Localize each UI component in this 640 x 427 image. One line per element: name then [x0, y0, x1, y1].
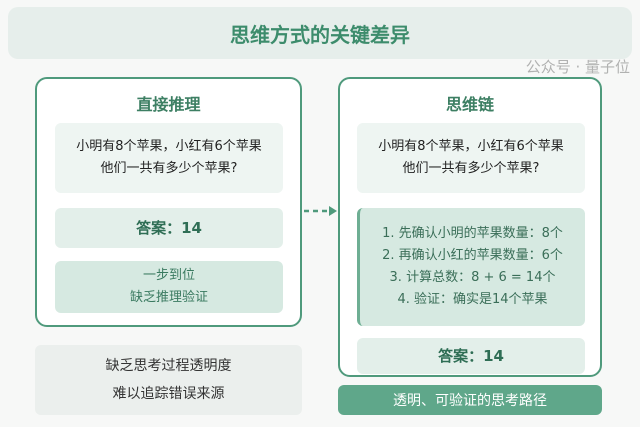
question-box: 小明有8个苹果，小红有6个苹果 他们一共有多少个苹果?: [357, 123, 585, 193]
page-title: 思维方式的关键差异: [8, 7, 632, 59]
note-line: 一步到位: [142, 268, 195, 283]
question-box: 小明有8个苹果，小红有6个苹果 他们一共有多少个苹果?: [55, 123, 283, 193]
chain-of-thought-card: 思维链 小明有8个苹果，小红有6个苹果 他们一共有多少个苹果? 1. 先确认小明…: [338, 77, 602, 377]
card-heading: 思维链: [445, 95, 494, 114]
question-line: 小明有8个苹果，小红有6个苹果: [378, 139, 564, 154]
question-line: 小明有8个苹果，小红有6个苹果: [76, 139, 262, 154]
direct-reasoning-card: 直接推理 小明有8个苹果，小红有6个苹果 他们一共有多少个苹果? 答案：14 一…: [35, 77, 302, 327]
arrow-icon: [304, 206, 337, 216]
note-line: 缺乏推理验证: [129, 290, 208, 305]
drawback-box: 缺乏思考过程透明度 难以追踪错误来源: [35, 345, 302, 415]
watermark: 公众号 · 量子位: [525, 58, 630, 76]
step: 2. 再确认小红的苹果数量：6个: [382, 248, 563, 263]
answer-box: 答案：14: [357, 338, 585, 374]
drawback-line: 缺乏思考过程透明度: [105, 358, 232, 374]
step: 3. 计算总数：8 + 6 = 14个: [389, 270, 556, 285]
benefit-banner: 透明、可验证的思考路径: [338, 385, 602, 415]
step: 4. 验证：确实是14个苹果: [397, 292, 548, 307]
drawback-line: 难以追踪错误来源: [112, 386, 225, 402]
answer-box: 答案：14: [55, 208, 283, 248]
question-line: 他们一共有多少个苹果?: [402, 161, 540, 176]
step: 1. 先确认小明的苹果数量：8个: [382, 226, 563, 241]
card-heading: 直接推理: [136, 95, 201, 114]
note-box: 一步到位 缺乏推理验证: [55, 261, 283, 313]
steps-box: 1. 先确认小明的苹果数量：8个 2. 再确认小红的苹果数量：6个 3. 计算总…: [357, 208, 585, 326]
question-line: 他们一共有多少个苹果?: [100, 161, 238, 176]
